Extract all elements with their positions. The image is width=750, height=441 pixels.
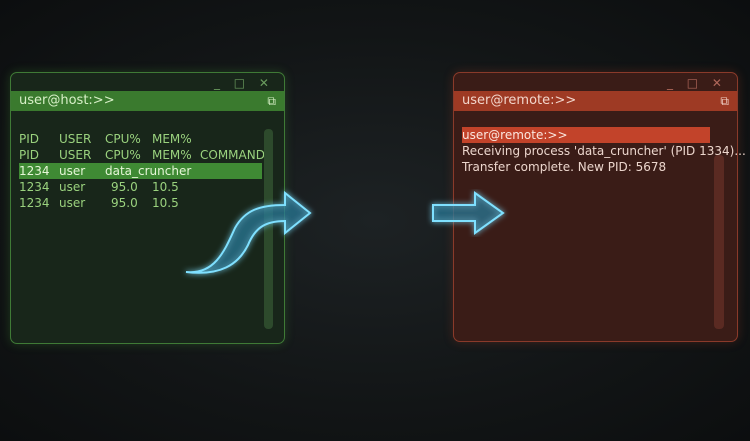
- cell: 1234: [19, 196, 50, 210]
- cell: CPU%: [105, 148, 141, 162]
- cell: USER: [59, 132, 92, 146]
- cell: USER: [59, 148, 92, 162]
- cell: 10.5: [152, 180, 179, 194]
- cell: user: [59, 180, 86, 194]
- curved-arrow-icon: [185, 190, 312, 274]
- cell: MEM%: [152, 132, 192, 146]
- cell: 1234: [19, 164, 50, 178]
- cell: user: [59, 196, 86, 210]
- cell: CPU%: [105, 132, 141, 146]
- cell: 95.0: [111, 180, 138, 194]
- terminal-title: user@host:>>: [19, 93, 115, 108]
- cell: 1234: [19, 180, 50, 194]
- prompt-line: user@remote:>>: [462, 127, 710, 143]
- scrollbar[interactable]: [264, 129, 273, 329]
- external-link-icon[interactable]: ⧉: [720, 94, 729, 108]
- window-controls[interactable]: _ □ ✕: [213, 76, 274, 90]
- source-terminal-window: _ □ ✕ user@host:>> ⧉ PID USER CPU% MEM% PID U…: [10, 72, 285, 344]
- arrow-right-icon: [432, 191, 505, 235]
- output-line: Transfer complete. New PID: 5678: [462, 160, 667, 174]
- scrollbar[interactable]: [714, 155, 724, 329]
- cell: 95.0: [111, 196, 138, 210]
- table-row[interactable]: 1234 user data_cruncher: [19, 163, 262, 179]
- window-controls[interactable]: _ □ ✕: [666, 76, 727, 90]
- cell: user: [59, 164, 86, 178]
- terminal-header: user@remote:>> ⧉: [454, 91, 737, 111]
- output-line: Receiving process 'data_cruncher' (PID 1…: [462, 144, 746, 158]
- cell: PID: [19, 148, 40, 162]
- cell: COMMAND: [200, 148, 265, 162]
- remote-terminal-window: _ □ ✕ user@remote:>> ⧉ user@remote:>> Re…: [453, 72, 746, 342]
- cell: PID: [19, 132, 40, 146]
- cell: 10.5: [152, 196, 179, 210]
- cell: data_cruncher: [105, 164, 192, 178]
- cell: MEM%: [152, 148, 192, 162]
- terminal-title: user@remote:>>: [462, 93, 577, 108]
- external-link-icon[interactable]: ⧉: [267, 94, 276, 108]
- terminal-header: user@host:>> ⧉: [11, 91, 284, 111]
